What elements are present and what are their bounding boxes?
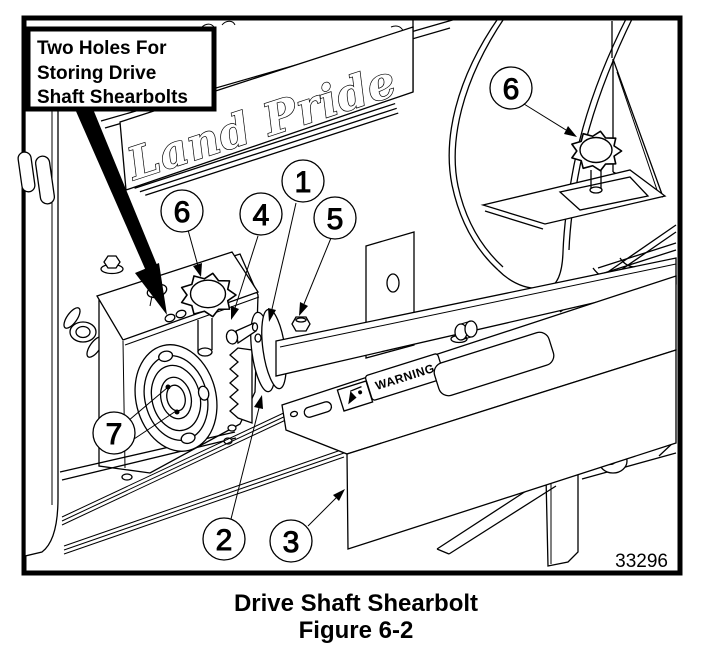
caption-title: Drive Shaft Shearbolt <box>234 590 478 617</box>
svg-text:6: 6 <box>503 73 520 106</box>
nut-part <box>291 316 311 332</box>
storage-hole-2 <box>175 309 187 319</box>
wing-knob <box>63 307 104 358</box>
callout-box: Two Holes For Storing Drive Shaft Shearb… <box>25 26 217 112</box>
top-plate-bolt <box>100 255 124 275</box>
shield-front <box>346 349 677 550</box>
left-side-panel <box>17 67 104 557</box>
shield-bolt <box>450 320 478 344</box>
callouts: 1 2 3 4 5 <box>92 66 577 563</box>
callout-7: 7 <box>92 387 177 455</box>
callout-4: 4 <box>231 192 283 320</box>
blank-decal <box>433 331 555 397</box>
callout-2: 2 <box>202 395 263 561</box>
svg-text:1: 1 <box>295 166 312 199</box>
warning-pictogram-art <box>348 386 363 405</box>
storage-knob-right <box>571 130 623 194</box>
svg-text:7: 7 <box>106 418 123 451</box>
svg-text:3: 3 <box>283 526 300 559</box>
shearbolt-part <box>225 322 259 345</box>
callout-box-line2: Storing Drive <box>37 63 156 84</box>
caption-figure-label: Figure 6-2 <box>299 617 414 644</box>
callout-3: 3 <box>269 489 345 563</box>
callout-5: 5 <box>299 196 357 316</box>
svg-text:5: 5 <box>327 203 344 236</box>
right-knob-mount <box>480 130 667 230</box>
svg-text:4: 4 <box>253 199 270 232</box>
storage-hole-1 <box>164 313 176 323</box>
callout-box-arrow <box>75 109 167 315</box>
callout-6-right: 6 <box>489 66 577 137</box>
storage-knob-left <box>181 272 237 357</box>
bearing-flange <box>134 344 218 452</box>
callout-1: 1 <box>268 159 325 322</box>
frame-rails <box>61 409 345 555</box>
part-number: 33296 <box>615 551 668 572</box>
shield-top: WARNING <box>281 275 677 455</box>
callout-6-left: 6 <box>160 189 204 277</box>
callout-box-line3: Shaft Shearbolts <box>37 87 188 108</box>
svg-text:6: 6 <box>174 196 191 229</box>
svg-text:2: 2 <box>216 524 233 557</box>
callout-box-line1: Two Holes For <box>37 38 167 59</box>
